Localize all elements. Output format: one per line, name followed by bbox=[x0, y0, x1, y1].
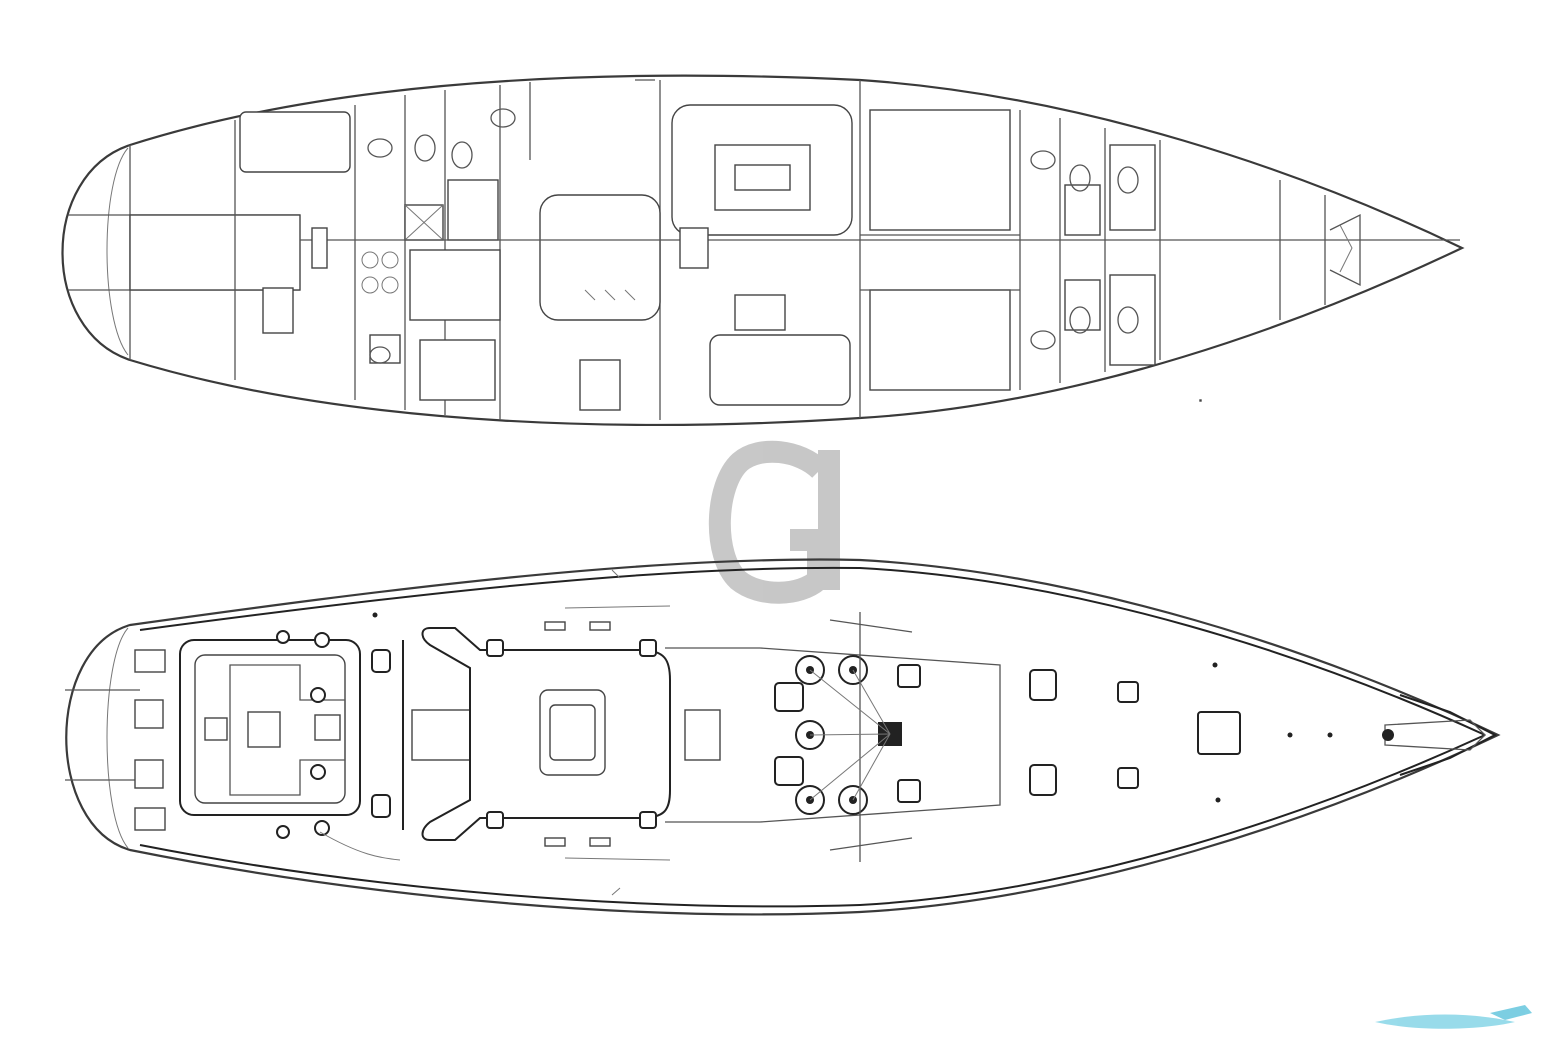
boat-wave-logo bbox=[1375, 1005, 1532, 1029]
winch-cluster bbox=[774, 612, 921, 862]
accommodation-hull-outline bbox=[61, 74, 1465, 426]
letter-g-logo-watermark bbox=[708, 440, 840, 604]
deck-hull-outline bbox=[65, 558, 1501, 916]
deck-plan bbox=[65, 558, 1501, 916]
accommodation-plan bbox=[61, 74, 1465, 426]
